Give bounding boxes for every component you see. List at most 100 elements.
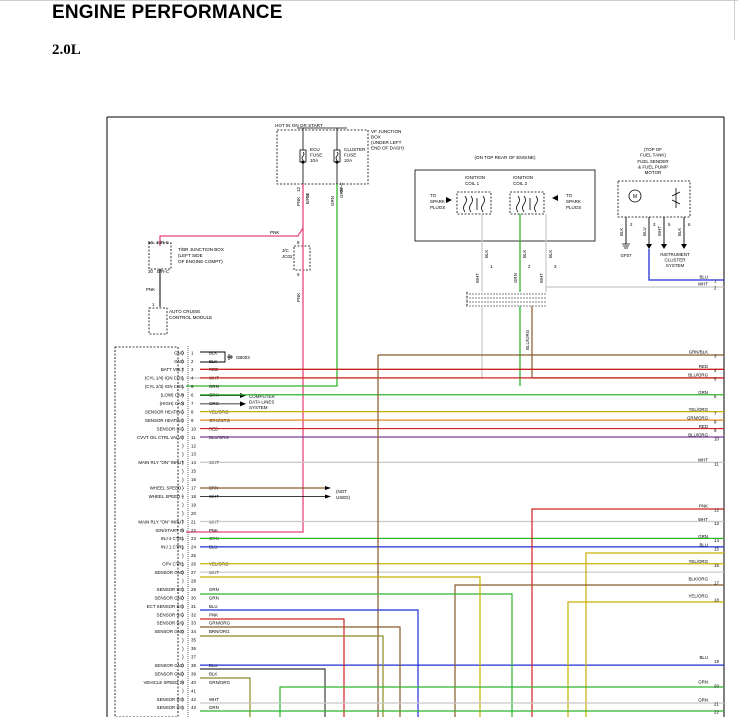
ecm-wire-label: BLU: [209, 604, 218, 609]
ecm-pin-number: 21: [191, 519, 196, 524]
ecm-pin-label: SENSOR SIG: [157, 612, 185, 617]
right-line-number: 6: [714, 394, 717, 399]
splice-mark: *: [466, 296, 468, 302]
right-line-number: 7: [714, 411, 717, 416]
ecm-pin-number: 30: [191, 595, 196, 600]
fuel-sender-label: MOTOR: [645, 170, 662, 175]
ecm-pin-paren: ): [182, 579, 184, 585]
ecm-pin-number: 42: [191, 697, 196, 702]
ecm-pin-label: SENSOR SIG: [157, 426, 185, 431]
ecm-pin-paren: ): [182, 604, 184, 610]
ecm-pin-paren: ): [182, 443, 184, 449]
coil-pin: 3: [554, 264, 557, 269]
yel-org-wire-16-drop: [585, 552, 724, 717]
ecm-pin-label: SENSOR GND: [154, 595, 184, 600]
blu-org-wire: [531, 306, 724, 379]
right-wire-label: BLU/ORG: [688, 432, 708, 437]
ecm-pin-paren: ): [182, 689, 184, 695]
coil-symbol: [516, 195, 538, 213]
ecm-pin-number: 3: [191, 367, 194, 372]
right-line-number: 22: [714, 710, 719, 715]
computer-data-lines-label: DATA LINES: [249, 400, 274, 405]
ecm-wire-label: GRN: [209, 705, 219, 710]
ecm-pin-number: 20: [191, 511, 196, 516]
right-line-number: 9: [714, 428, 717, 433]
ecm-pin-label: (CYL 2/3) IGN COIL: [145, 384, 185, 389]
coil-wire-label: WHT: [475, 273, 480, 283]
right-line-number: 3: [714, 354, 717, 359]
wht-wire-coil-ecm: [186, 306, 483, 379]
coil2-label: COIL 2: [513, 181, 528, 186]
ignition-coil-location: (ON TOP REAR OF ENGINE): [474, 155, 535, 160]
ecm-pin-number: 29: [191, 587, 196, 592]
right-line-number: 21: [714, 702, 719, 707]
fuel-pump-motor-icon: [628, 189, 642, 203]
fuse-label: FUSE: [310, 153, 322, 158]
ecm-pin-paren: ): [182, 562, 184, 568]
can-arrows: [240, 393, 246, 407]
blu-wire-31: [200, 609, 419, 717]
fuse-pin: 12: [296, 186, 301, 192]
ecm-pin-paren: ): [182, 351, 184, 357]
ecm-pin-paren: ): [182, 418, 184, 424]
ecm-wire-label: PNK: [209, 612, 218, 617]
fuse-wire-label: GRN: [339, 188, 344, 198]
right-wire-label: RED: [699, 424, 708, 429]
ecm-pin-label: SENSOR HEATING: [145, 418, 185, 423]
ecm-pin-paren: ): [182, 680, 184, 686]
instrument-cluster-label: CLUSTER: [664, 258, 686, 263]
right-wire-label: BLU: [699, 275, 708, 280]
right-wire-label: GRN: [698, 680, 708, 685]
ecm-pin-number: 23: [191, 536, 196, 541]
ground-ref-label: GB003: [236, 355, 250, 360]
fuel-sender-arrows: [646, 244, 687, 249]
fuel-sender-ground-label: GF07: [621, 253, 633, 258]
ecm-pin-paren: ): [182, 587, 184, 593]
brn-org-wire-34: [200, 635, 384, 717]
ecm-pin-paren: ): [182, 646, 184, 652]
page-subtitle: 2.0L: [52, 42, 81, 58]
instrument-cluster-label: SYSTEM: [666, 263, 685, 268]
ecm-pin-paren: ): [182, 612, 184, 618]
ecm-pin-label: SENSOR SIG: [157, 621, 185, 626]
right-wire-label: BLU: [699, 542, 708, 547]
right-line-number: 11: [714, 462, 719, 467]
auto-cruise-label: AUTO CRUISE: [169, 309, 200, 314]
ecm-pin-paren: ): [182, 511, 184, 517]
ecm-pin-paren: ): [182, 359, 184, 365]
ecm-pin-number: 4: [191, 376, 194, 381]
right-wire-label: WHT: [698, 458, 708, 463]
blk-org-wire-17: [454, 584, 724, 717]
ecm-pin-label: SENSOR GND: [154, 629, 184, 634]
ecm-pin-label: WHEEL SPEED -: [150, 486, 185, 491]
ecm-pin-label: SENSOR SIG: [157, 587, 185, 592]
vf-junction-box-label: VF JUNCTION: [371, 129, 401, 134]
ecm-pin-number: 6: [191, 393, 194, 398]
ecm-pin-paren: ): [182, 452, 184, 458]
gnd-wires: [200, 351, 226, 363]
ecm-wire-label: BLK: [209, 350, 217, 355]
ecm-pin-paren: ): [182, 553, 184, 559]
ecm-pin-paren: ): [182, 469, 184, 475]
ecm-wire-label: WHT: [209, 697, 219, 702]
ecm-pin-paren: ): [182, 477, 184, 483]
right-line-number: 13: [714, 521, 719, 526]
right-line-number: 14: [714, 538, 719, 543]
ecm-pin-number: 8: [191, 409, 194, 414]
fuel-sender-box: [617, 180, 691, 218]
ecm-pin-label: (CYL 1/4) IGN COIL: [145, 376, 185, 381]
splice-mark: *: [466, 304, 468, 310]
fuel-sender-pin: 3: [653, 222, 656, 227]
ecm-wire-label: GRN: [209, 384, 219, 389]
ecm-pin-paren: ): [182, 435, 184, 441]
to-spark-plugs-left: SPARK: [430, 199, 445, 204]
ecm-pin-number: 37: [191, 655, 196, 660]
ecm-pin-number: 27: [191, 570, 196, 575]
fuse-connector-label: I/P-C: [339, 182, 344, 192]
ecm-pin-paren: ): [182, 376, 184, 382]
fuse-label: CLUSTER: [344, 147, 366, 152]
ecm-pin-paren: ): [182, 503, 184, 509]
ecm-pin-paren: ): [182, 697, 184, 703]
spark-arrow-right: [552, 195, 558, 201]
